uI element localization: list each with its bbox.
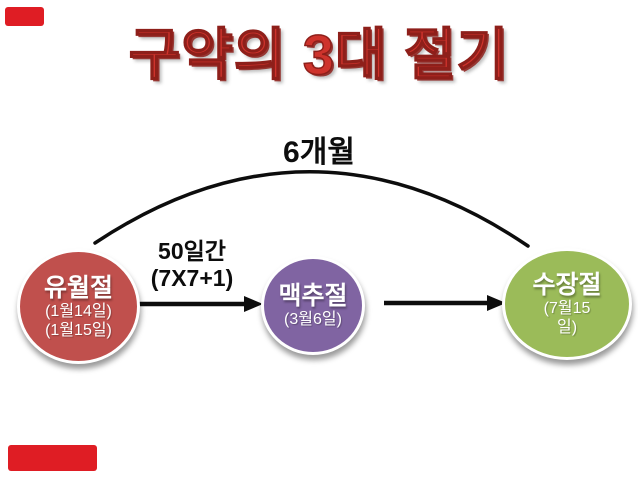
interval-label-line1: 50일간 [158,238,226,264]
slide-title: 구약의 3대 절기 [128,22,510,87]
arrow-passover-to-harvest [137,296,263,312]
node-circle-ingathering: 수장절 (7월15 일) [502,248,632,360]
red-marker-bottom-left [8,445,97,471]
interval-label-line2: (7X7+1) [150,265,234,291]
node-ingathering-name: 수장절 [532,271,602,299]
node-harvest-date1: (3월6일) [284,311,342,328]
red-marker-top-left [5,7,44,26]
node-ingathering-date2: 일) [556,319,578,336]
arrowhead-icon [487,295,506,311]
node-circle-harvest: 맥추절 (3월6일) [261,256,365,355]
node-circle-passover: 유월절 (1월14일) (1월15일) [17,249,140,364]
arc-label-6-months: 6개월 [283,136,355,169]
arrow-harvest-to-ingathering [384,295,506,311]
six-month-arc-line [93,170,530,248]
node-harvest-name: 맥추절 [278,282,348,310]
node-passover-date2: (1월15일) [45,321,112,339]
interval-label-50-days: 50일간 (7X7+1) [131,238,253,292]
node-passover-date1: (1월14일) [45,302,112,320]
arrowhead-icon [244,296,263,312]
node-ingathering-date1: (7월15 [543,300,591,317]
node-passover-name: 유월절 [43,273,113,302]
